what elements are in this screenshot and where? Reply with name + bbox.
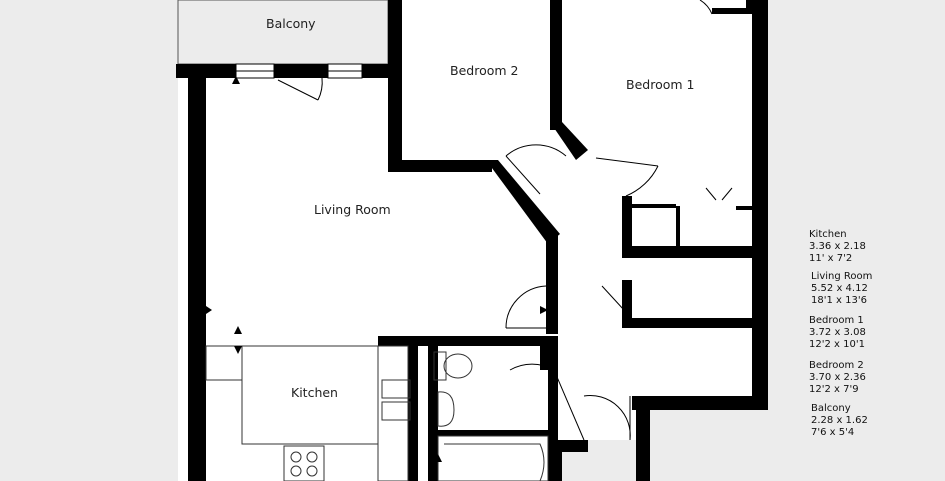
legend-kitchen-imperial: 11' x 7'2 <box>809 253 853 264</box>
legend-living-imperial: 18'1 x 13'6 <box>811 295 867 306</box>
legend-bedroom1-name: Bedroom 1 <box>809 315 864 326</box>
legend-balcony-name: Balcony <box>811 403 851 414</box>
legend-living-metric: 5.52 x 4.12 <box>811 283 868 294</box>
room-label-kitchen: Kitchen <box>291 385 338 400</box>
legend-bedroom1-metric: 3.72 x 3.08 <box>809 327 866 338</box>
kitchen-fittings <box>205 345 411 481</box>
legend-bedroom2-name: Bedroom 2 <box>809 360 864 371</box>
outer-walls <box>176 0 768 481</box>
floor-area <box>178 0 756 481</box>
legend-living-name: Living Room <box>811 271 873 282</box>
balcony-windows <box>235 63 363 79</box>
room-label-bedroom1: Bedroom 1 <box>626 77 695 92</box>
balcony-area <box>177 0 389 65</box>
legend-bedroom2-metric: 3.70 x 2.36 <box>809 372 866 383</box>
legend-balcony-imperial: 7'6 x 5'4 <box>811 427 855 438</box>
legend-bedroom1-imperial: 12'2 x 10'1 <box>809 339 865 350</box>
bathroom-fittings <box>433 351 549 481</box>
legend-balcony-metric: 2.28 x 1.62 <box>811 415 868 426</box>
room-label-bedroom2: Bedroom 2 <box>450 63 519 78</box>
room-label-balcony: Balcony <box>266 16 316 31</box>
arrow-markers <box>206 76 548 462</box>
legend-bedroom2-imperial: 12'2 x 7'9 <box>809 384 859 395</box>
doors <box>277 0 733 441</box>
room-label-living: Living Room <box>314 202 391 217</box>
legend-kitchen-name: Kitchen <box>809 229 847 240</box>
legend-kitchen-metric: 3.36 x 2.18 <box>809 241 866 252</box>
interior-walls <box>378 0 756 481</box>
